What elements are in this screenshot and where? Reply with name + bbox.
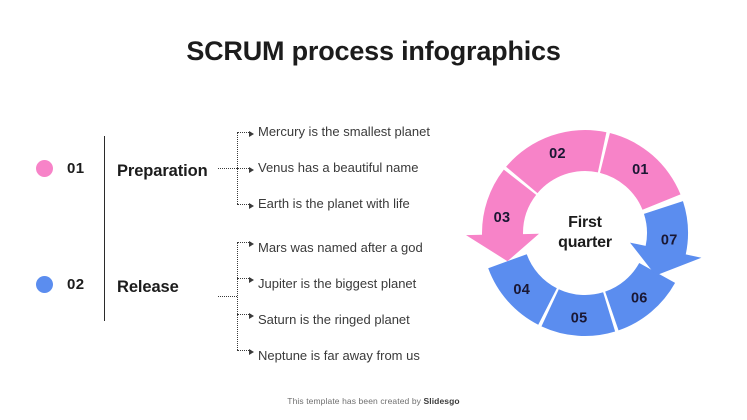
- legend-number: 02: [67, 276, 85, 293]
- donut-segment-07[interactable]: [629, 201, 702, 276]
- list-item: Jupiter is the biggest planet: [258, 276, 417, 291]
- connector-branch-arrow-icon: [237, 312, 254, 319]
- donut-segment-label-04: 04: [513, 282, 530, 298]
- footer-credit: This template has been created by Slides…: [0, 396, 747, 406]
- donut-segment-04[interactable]: [488, 254, 557, 325]
- legend-number: 01: [67, 160, 85, 177]
- list-item: Mars was named after a god: [258, 240, 423, 255]
- connector-spine: [237, 242, 238, 350]
- legend-item-01[interactable]: 01: [36, 160, 85, 177]
- connector-branch-arrow-icon: [237, 276, 254, 283]
- item-list-release: Mars was named after a god Jupiter is th…: [258, 230, 423, 374]
- group-label-release: Release: [117, 278, 179, 296]
- connector-release: [218, 240, 256, 355]
- donut-segment-02[interactable]: [506, 130, 607, 194]
- vertical-divider: [104, 136, 105, 321]
- list-item: Neptune is far away from us: [258, 348, 420, 363]
- content-panel: 01 Preparation Mercury is the smallest p…: [0, 100, 460, 370]
- legend-item-02[interactable]: 02: [36, 276, 85, 293]
- donut-segment-01[interactable]: [599, 133, 681, 210]
- connector-branch-arrow-icon: [237, 202, 254, 209]
- legend-dot-blue-icon: [36, 276, 53, 293]
- list-item: Earth is the planet with life: [258, 196, 410, 211]
- list-item: Saturn is the ringed planet: [258, 312, 410, 327]
- donut-segment-label-03: 03: [494, 210, 511, 226]
- donut-segment-06[interactable]: [605, 263, 676, 331]
- page-title: SCRUM process infographics: [186, 36, 561, 66]
- connector-inbound: [218, 168, 237, 169]
- donut-segment-label-07: 07: [661, 233, 678, 249]
- donut-segment-03[interactable]: [466, 169, 540, 262]
- donut-segment-label-01: 01: [632, 162, 649, 178]
- donut-segment-label-02: 02: [549, 146, 566, 162]
- donut-segment-05[interactable]: [541, 289, 616, 336]
- connector-branch-arrow-icon: [237, 130, 254, 137]
- item-list-preparation: Mercury is the smallest planet Venus has…: [258, 114, 430, 222]
- group-label-preparation: Preparation: [117, 162, 208, 180]
- list-item: Venus has a beautiful name: [258, 160, 419, 175]
- connector-branch-arrow-icon: [237, 166, 254, 173]
- connector-branch-arrow-icon: [237, 348, 254, 355]
- list-item: Mercury is the smallest planet: [258, 124, 430, 139]
- footer-brand: Slidesgo: [423, 396, 460, 406]
- donut-segment-label-06: 06: [631, 291, 648, 307]
- footer-text: This template has been created by: [287, 396, 424, 406]
- legend-dot-pink-icon: [36, 160, 53, 177]
- donut-chart-svg: 01 02 03 04 05 06 07: [466, 130, 702, 336]
- connector-inbound: [218, 296, 237, 297]
- connector-branch-arrow-icon: [237, 240, 254, 247]
- donut-segment-label-05: 05: [571, 310, 588, 326]
- connector-preparation: [218, 130, 256, 209]
